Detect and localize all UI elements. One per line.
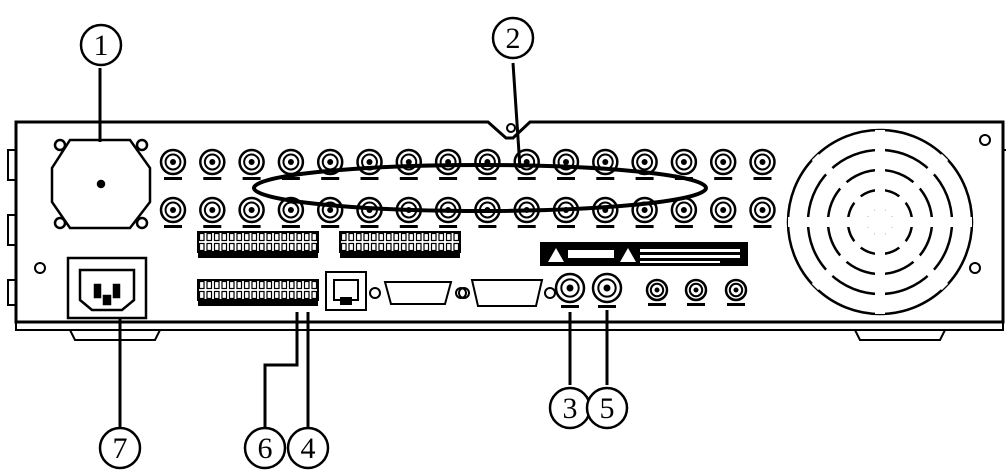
terminal-block (197, 231, 319, 258)
bnc-connector (592, 148, 619, 180)
bnc-row-top (159, 148, 776, 180)
warning-label (540, 242, 748, 266)
top-screw (506, 123, 516, 133)
callout-number: 6 (258, 432, 273, 465)
bnc-connector (552, 148, 580, 180)
bnc-connector (749, 196, 776, 228)
callout-3: 3 (548, 386, 592, 430)
terminal-block (339, 231, 461, 258)
terminal-block (197, 279, 319, 306)
callout-1: 1 (79, 23, 123, 67)
bnc-connector (199, 196, 226, 228)
bnc-connector (159, 148, 187, 180)
bnc-connector (159, 196, 187, 228)
ac-power-inlet (66, 256, 148, 320)
callouts: 1 2 3 4 5 6 7 (79, 16, 629, 470)
bnc-connector (709, 196, 737, 228)
bnc-connector (356, 196, 383, 228)
bnc-connector (199, 148, 226, 180)
bnc-connector (724, 278, 748, 306)
bnc-connector (749, 148, 776, 180)
callout-4: 4 (286, 426, 330, 470)
bnc-connector (684, 278, 708, 306)
bnc-highlight-ellipse (252, 163, 708, 213)
serial-port (369, 281, 467, 305)
bnc-connector (631, 148, 658, 180)
bnc-row-lower (554, 272, 748, 308)
bnc-connector (238, 148, 265, 180)
bnc-connector (709, 148, 737, 180)
bnc-connector (645, 278, 669, 306)
callout-number: 3 (563, 392, 578, 425)
bnc-connector (554, 272, 586, 308)
bnc-connector (356, 148, 383, 180)
screw-icon (979, 134, 991, 146)
callout-7: 7 (98, 426, 142, 470)
panel-screws (34, 134, 991, 274)
callout-number: 1 (94, 29, 109, 62)
bnc-connector (434, 196, 462, 228)
callout-number: 2 (506, 22, 521, 55)
bnc-connector (513, 196, 540, 228)
vga-port (458, 279, 556, 307)
bnc-connector (670, 196, 698, 228)
callout-5: 5 (585, 386, 629, 430)
bnc-connector (277, 196, 305, 228)
chassis (7, 120, 1006, 341)
bnc-connector (474, 196, 501, 228)
screw-icon (969, 262, 981, 274)
bnc-connector (395, 148, 423, 180)
bnc-connector (316, 148, 344, 180)
bnc-connector (592, 196, 619, 228)
callout-number: 4 (301, 432, 316, 465)
terminal-blocks (197, 231, 461, 306)
callout-6: 6 (243, 426, 287, 470)
callout-number: 5 (600, 392, 615, 425)
ethernet-port (325, 271, 367, 311)
bnc-connector (395, 196, 423, 228)
bnc-connector (552, 196, 580, 228)
callout-2: 2 (491, 16, 535, 60)
bnc-connector (238, 196, 265, 228)
screw-icon (34, 262, 46, 274)
bnc-row-bottom (159, 196, 776, 228)
bnc-connector (316, 196, 344, 228)
fan-grille (786, 128, 974, 316)
callout-leaders (98, 62, 609, 428)
cooling-fan-cover (50, 138, 152, 230)
callout-number: 7 (113, 432, 128, 465)
bnc-connector (591, 272, 623, 308)
